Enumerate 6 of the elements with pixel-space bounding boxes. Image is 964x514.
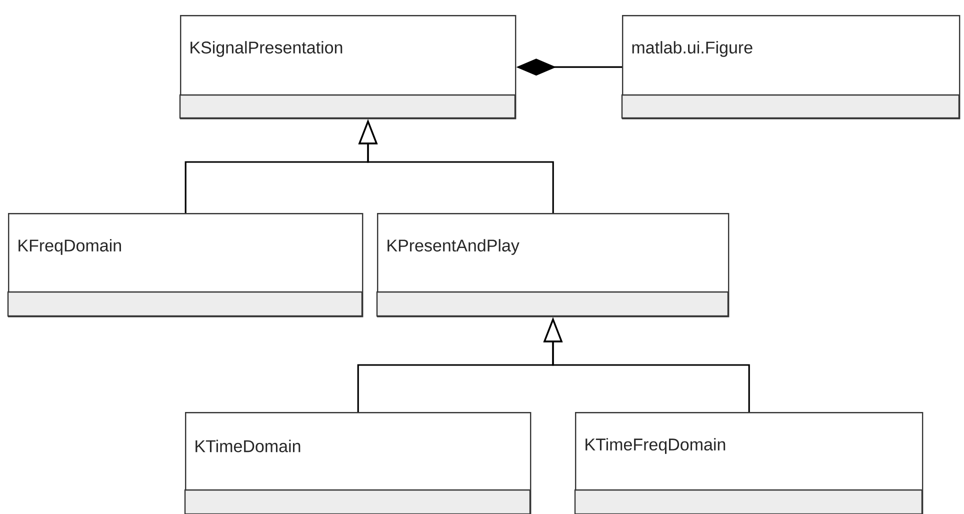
class-box: KSignalPresentation <box>179 15 516 120</box>
class-box: KTimeFreqDomain <box>574 412 924 514</box>
class-box: matlab.ui.Figure <box>621 15 960 120</box>
class-box: KPresentAndPlay <box>376 213 730 318</box>
class-box: KTimeDomain <box>184 412 532 514</box>
class-box: KFreqDomain <box>7 213 364 318</box>
